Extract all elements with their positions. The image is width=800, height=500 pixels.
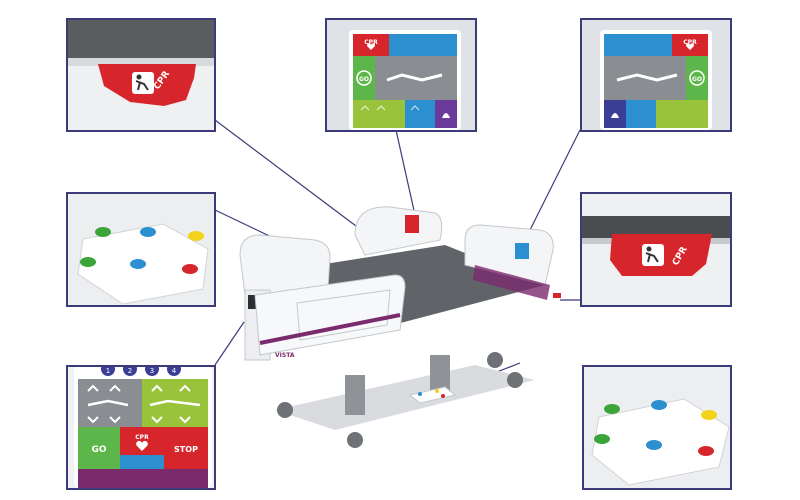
inset-hand-pendant: 1 2 3 4 GO CPR STOP <box>66 365 216 490</box>
wheel <box>507 372 523 388</box>
pendant-stop-button <box>164 427 208 469</box>
pendant-grey-panel <box>78 379 142 427</box>
svg-text:2: 2 <box>128 367 132 375</box>
pedal-blue-top <box>140 227 156 237</box>
wheel <box>277 402 293 418</box>
go-button <box>353 56 375 100</box>
arrow-chevron-icon <box>360 105 420 111</box>
headboard <box>354 206 443 256</box>
pedal-red <box>182 264 198 274</box>
position-buttons-top <box>389 34 457 56</box>
svg-text:4: 4 <box>172 367 177 375</box>
hospital-bed: VISTA <box>239 206 561 448</box>
svg-text:CPR: CPR <box>683 39 697 46</box>
svg-text:GO: GO <box>91 445 106 455</box>
bed-cpr-lever <box>553 293 561 298</box>
inset-foot-pedal-left <box>66 192 216 307</box>
pedal-green-top <box>95 227 111 237</box>
wheel <box>487 352 503 368</box>
go-button-right <box>686 56 708 100</box>
brand-label: VISTA <box>275 352 295 359</box>
wheel <box>347 432 363 448</box>
heart-icon <box>367 43 375 50</box>
pedal-green <box>80 257 96 267</box>
pedal-yellow <box>188 231 204 241</box>
inset-keypad-left: CPR GO <box>325 18 477 132</box>
footboard <box>239 234 331 304</box>
inset-cpr-lever-left: CPR <box>66 18 216 132</box>
pedal-blue <box>130 259 146 269</box>
heart-icon-pendant <box>136 440 148 451</box>
svg-text:1: 1 <box>106 367 110 375</box>
svg-text:3: 3 <box>150 367 154 375</box>
lime-button-group <box>353 100 405 128</box>
svg-text:CPR: CPR <box>135 434 149 441</box>
pad-number-circles: 1 2 3 4 <box>101 367 181 376</box>
purple-stripe <box>259 313 401 345</box>
rail-keypad-right <box>515 243 529 259</box>
svg-text:STOP: STOP <box>174 445 198 454</box>
pendant-go-button <box>78 427 120 469</box>
bed-base <box>275 365 535 430</box>
rail-keypad-left <box>405 215 419 233</box>
svg-text:CPR: CPR <box>364 39 378 46</box>
bed-position-icon <box>386 73 443 82</box>
floor-foot-pedal <box>408 386 457 404</box>
bell-icon <box>442 113 450 118</box>
svg-text:GO: GO <box>692 76 702 83</box>
inset-keypad-right: CPR GO <box>580 18 732 132</box>
inset-cpr-lever-right: CPR <box>580 192 732 307</box>
inset-foot-pedal-right <box>582 365 732 490</box>
svg-text:GO: GO <box>359 76 369 83</box>
